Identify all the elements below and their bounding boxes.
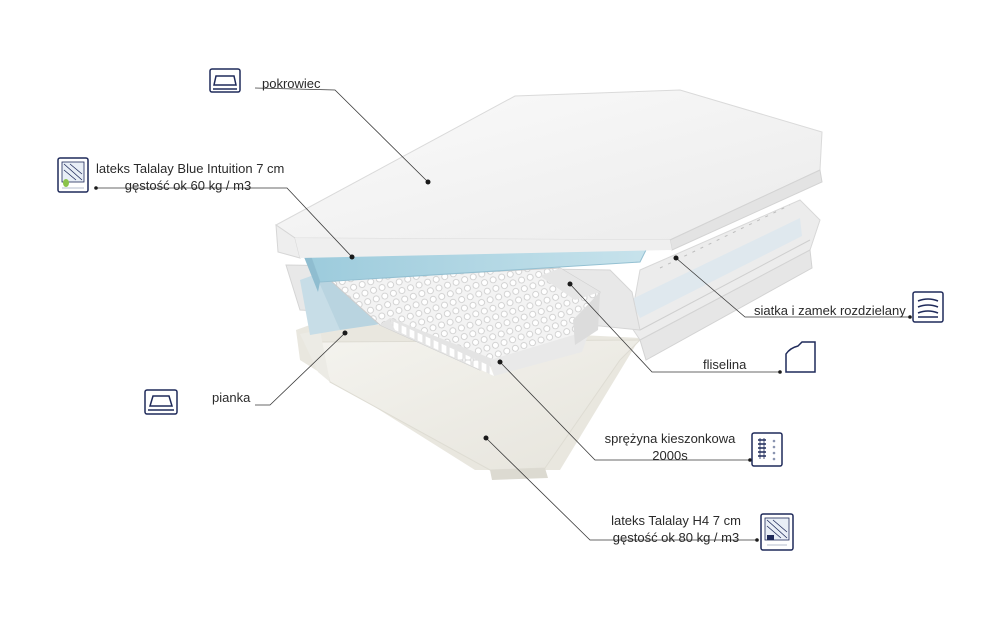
latex-h4-icon: [760, 513, 794, 551]
leader-fleece: [569, 283, 780, 373]
pocket-spring-layer: [328, 267, 601, 376]
mattress-cover-icon: [209, 68, 241, 93]
label-latex-top-line1: lateks Talalay Blue Intuition 7 cm: [96, 161, 285, 176]
fleece-icon: [785, 341, 816, 373]
label-mesh-zipper: siatka i zamek rozdzielany: [754, 303, 906, 318]
latex-blue-icon: [57, 157, 89, 193]
mesh-zipper-icon: [912, 291, 944, 323]
dot-fleece-end: [778, 370, 782, 374]
label-foam: pianka: [212, 390, 251, 405]
dot-latex-top-start: [94, 186, 98, 190]
leader-latex-top: [96, 187, 353, 258]
leader-latex-bottom: [485, 437, 757, 541]
dot-latex-bottom: [483, 435, 489, 441]
leader-mesh: [675, 257, 910, 318]
dot-mesh: [673, 255, 679, 261]
dot-spring-end: [748, 458, 752, 462]
dot-latex-bottom-end: [755, 538, 759, 542]
label-latex-top-line2: gęstość ok 60 kg / m3: [124, 178, 252, 193]
label-cover: pokrowiec: [262, 76, 321, 91]
cover-layer: [275, 89, 823, 259]
mattress-shell: [629, 199, 821, 361]
leader-spring: [499, 361, 750, 461]
dot-mesh-end: [908, 315, 912, 319]
label-fleece: fliselina: [703, 357, 747, 372]
label-spring: sprężyna kieszonkowa 2000s: [596, 430, 744, 464]
leader-cover: [254, 87, 429, 183]
pocket-spring-icon: [751, 432, 783, 467]
label-latex-bottom: lateks Talalay H4 7 cm gęstość ok 80 kg …: [594, 512, 758, 546]
label-latex-bottom-line2: gęstość ok 80 kg / m3: [612, 530, 740, 545]
dot-latex-top: [349, 254, 355, 260]
label-spring-line1: sprężyna kieszonkowa: [604, 431, 736, 446]
leader-foam: [255, 332, 346, 406]
label-spring-line2: 2000s: [652, 448, 688, 463]
label-latex-top: lateks Talalay Blue Intuition 7 cm gęsto…: [96, 160, 285, 194]
dot-fleece: [567, 281, 573, 287]
dot-cover: [425, 179, 431, 185]
dot-spring: [497, 359, 503, 365]
dot-foam: [342, 330, 348, 336]
leader-lines: [96, 87, 910, 541]
label-latex-bottom-line1: lateks Talalay H4 7 cm: [611, 513, 741, 528]
foam-icon: [144, 389, 178, 415]
leader-dots: [94, 179, 912, 542]
